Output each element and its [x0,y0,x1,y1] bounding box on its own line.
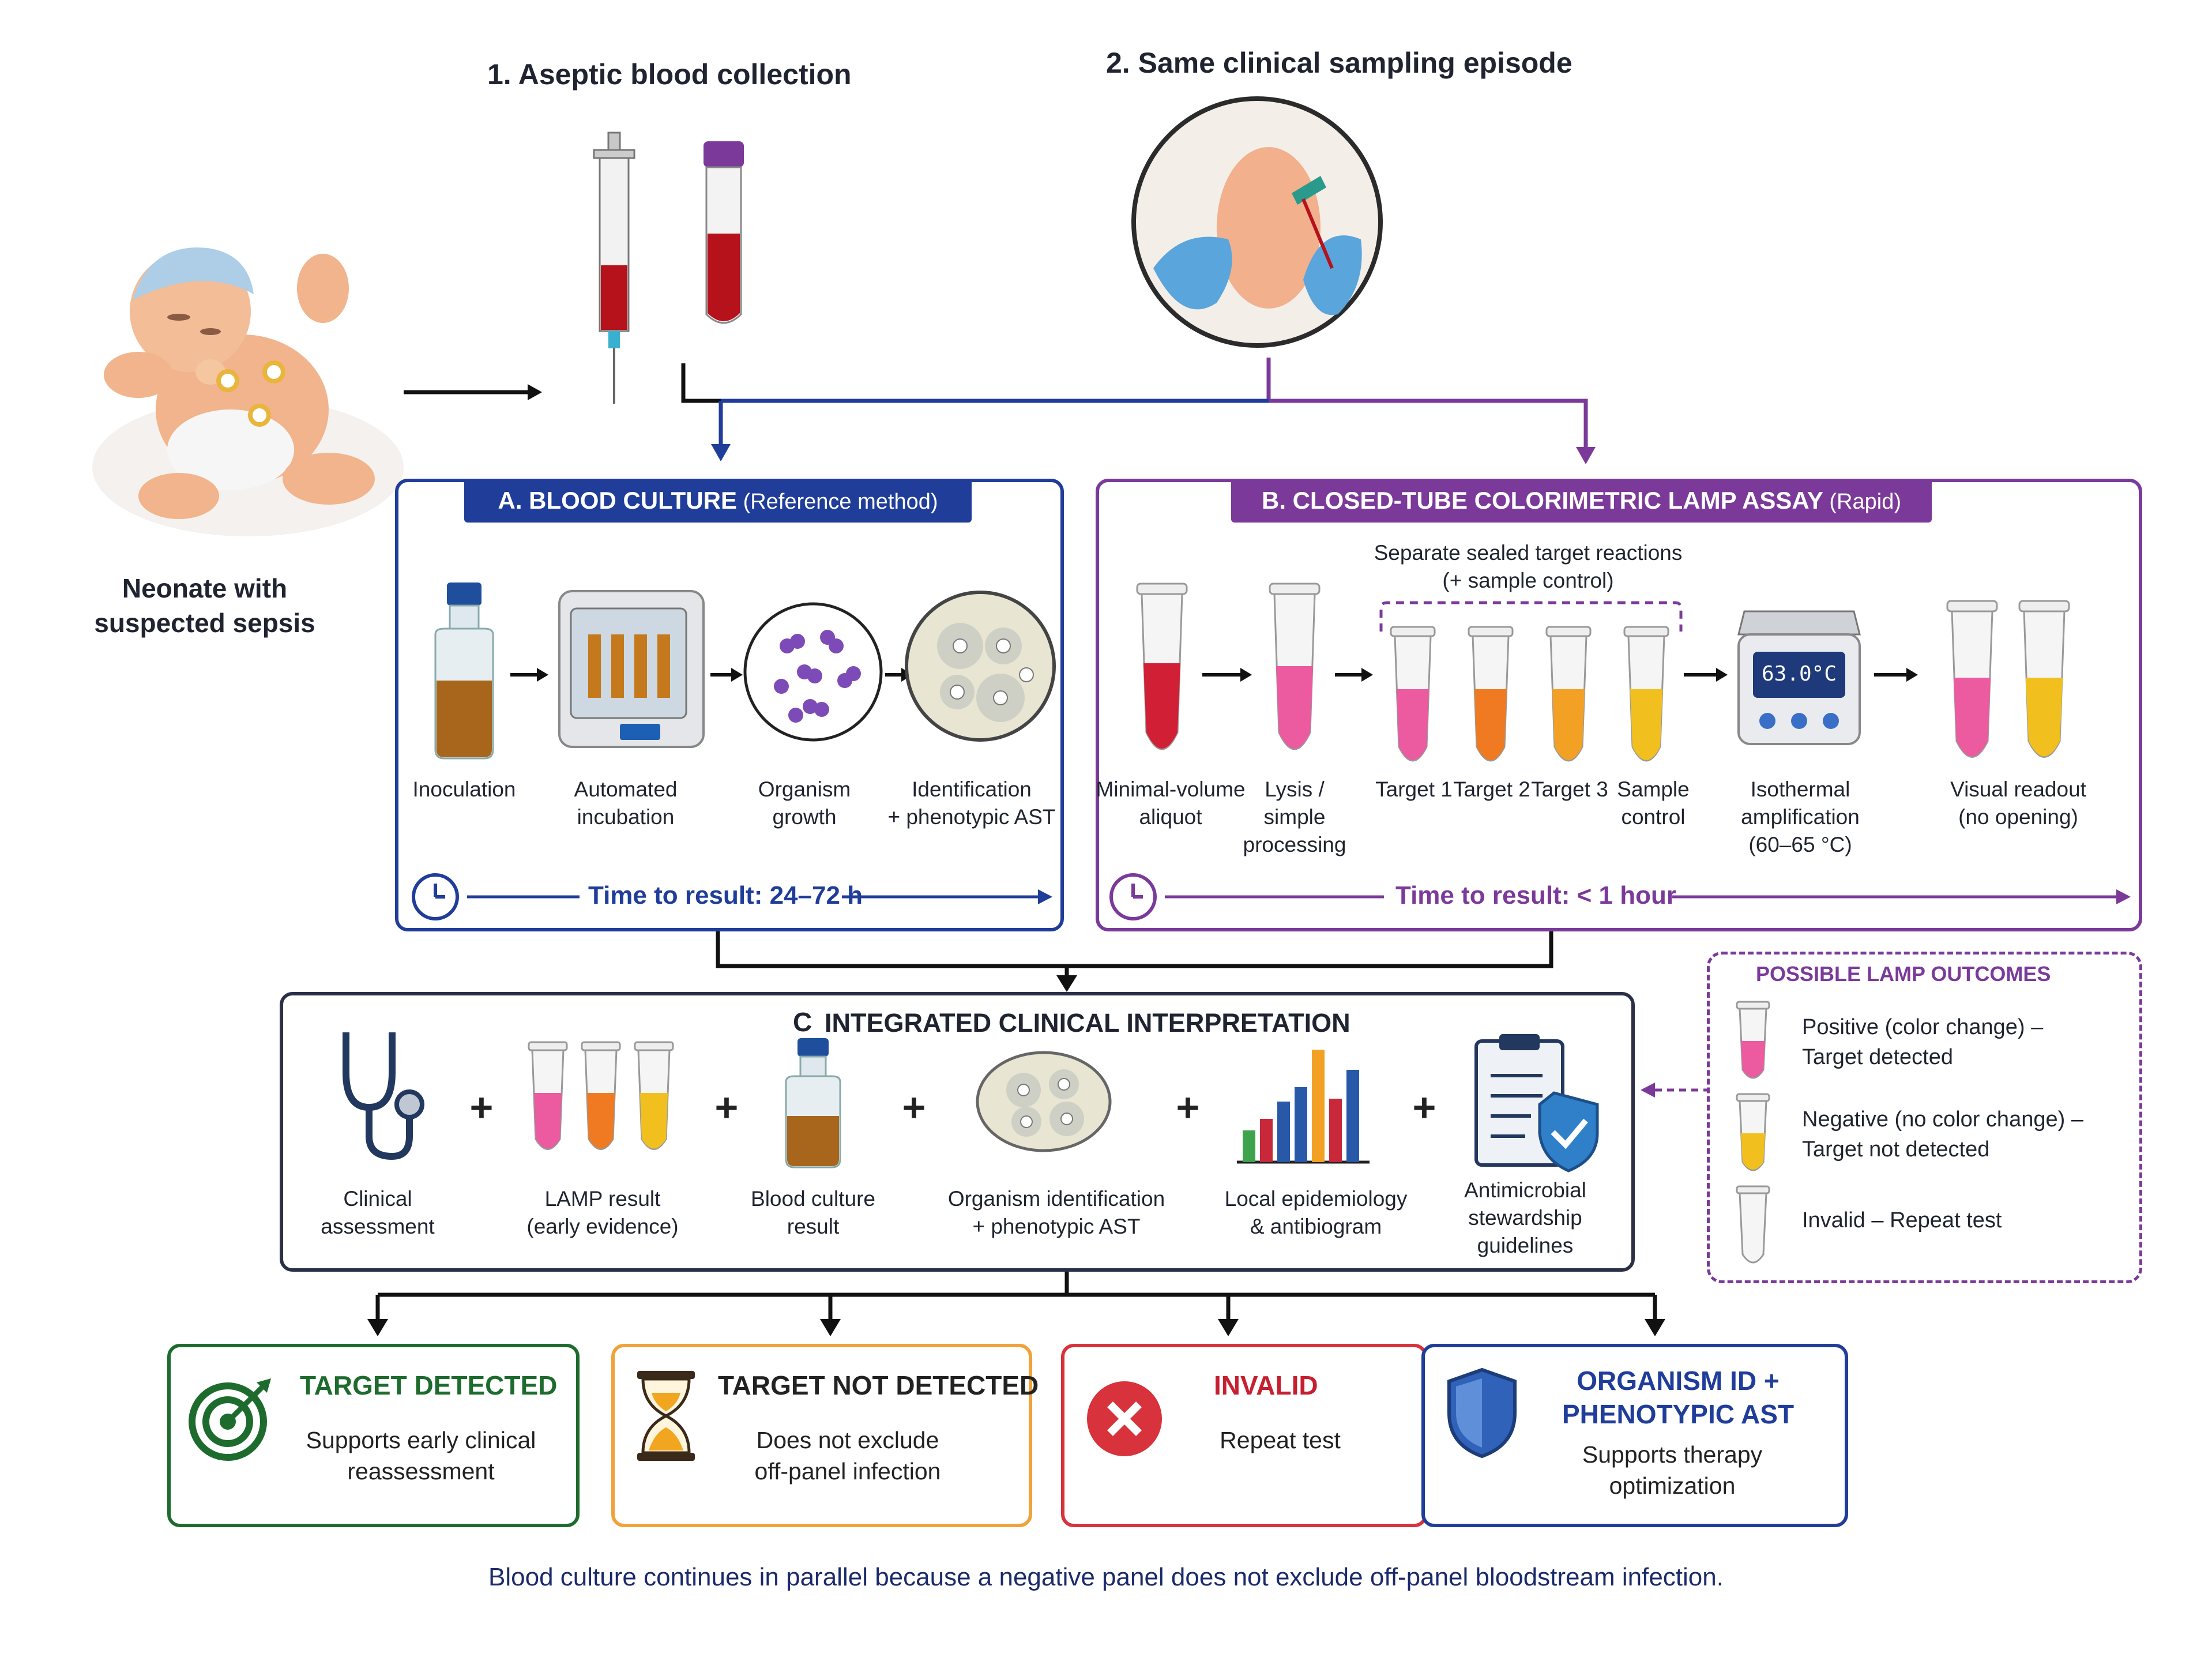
sampling-episode-illustration [1131,96,1383,348]
outcome-positive-tube [1736,1001,1770,1079]
result-title-4: ORGANISM ID + PHENOTYPIC AST [1562,1366,1795,1429]
lysis-tube [1269,583,1321,750]
arrow-b1 [1202,668,1252,682]
outcome-positive-text: Positive (color change) – Target detecte… [1802,1015,2044,1069]
plus-sign-4: + [1176,1085,1200,1130]
result-title-2: TARGET NOT DETECTED [718,1370,1039,1400]
panel-c-item-2: LAMP result (early evidence) [526,1187,679,1238]
panel-c-item-5: Local epidemiology & antibiogram [1224,1187,1408,1238]
organism-growth-icon [743,602,883,742]
clock-icon-b [1109,873,1157,920]
result-card-target-detected [167,1344,580,1527]
result-title-3: INVALID [1214,1370,1318,1400]
target3-tube [1545,626,1592,762]
epidemiology-chart-icon [1237,1050,1370,1164]
blood-tube-icon [704,141,744,324]
panel-c-item-1: Clinical assessment [321,1187,435,1238]
panel-b-step-7: Isothermal amplification (60–65 °C) [1741,777,1860,856]
panel-c-item-6: Antimicrobial stewardship guidelines [1464,1178,1586,1257]
panel-b-step-6: Sample control [1617,777,1690,829]
result-text-2: Does not exclude off-panel infection [754,1427,941,1485]
collection-connectors [681,358,1596,464]
arrow-b4 [1874,668,1918,682]
merge-connector [716,931,1553,992]
plus-sign-2: + [714,1085,739,1130]
panel-a-title: A. BLOOD CULTURE [498,487,738,514]
syringe-icon [593,131,635,404]
ast-plate-icon [905,591,1056,742]
panel-b-step-5: Target 3 [1531,777,1608,801]
step2-title: 2. Same clinical sampling episode [1106,47,1573,79]
panel-b-step-2: Lysis / simple processing [1243,777,1346,856]
lamp-tubes-icon [528,1041,674,1150]
panel-c-item-4: Organism identification + phenotypic AST [947,1187,1165,1238]
culture-bottle-icon [434,583,494,760]
panel-b-step-4: Target 2 [1453,777,1530,801]
panel-c-letter: C [793,1007,812,1037]
plus-sign-3: + [902,1085,926,1130]
arrow-a2 [710,668,743,682]
panel-a-time: Time to result: 24–72 h [588,881,863,910]
outcome-invalid-tube [1736,1185,1770,1264]
panel-a-step-3: Organism growth [758,777,851,829]
panel-a-step-4: Identification + phenotypic AST [887,777,1056,829]
ast-plate-icon-c [976,1051,1112,1152]
sample-control-tube [1623,626,1669,762]
panel-a-tab: A. BLOOD CULTURE (Reference method) [464,479,972,523]
panel-a-subtitle: (Reference method) [737,490,938,514]
arrow-a1 [510,668,548,682]
panel-a-step-1: Inoculation [412,777,516,801]
arrow-b2 [1335,668,1373,682]
clock-icon [412,873,459,920]
plus-sign-5: + [1412,1085,1436,1130]
target-bullseye-icon [189,1378,271,1461]
blood-culture-bottle-icon [785,1038,841,1168]
panel-b-subtitle: (Rapid) [1823,490,1901,514]
stethoscope-icon [343,1032,424,1160]
outcomes-title: POSSIBLE LAMP OUTCOMES [1756,962,2051,986]
aliquot-tube [1136,583,1188,750]
neonate-label: Neonate with suspected sepsis [94,573,315,638]
bracket-label: Separate sealed target reactions (+ samp… [1374,541,1683,592]
heat-block-display: 63.0°C [1761,662,1837,686]
incubator-icon [558,590,705,748]
readout-tube-negative [2018,600,2070,758]
arrow-neonate-to-collection [404,384,542,400]
readout-tube-positive [1946,600,1998,758]
shield-icon [1447,1367,1517,1459]
result-text-4: Supports therapy optimization [1582,1441,1763,1499]
possible-lamp-outcomes-box [1707,952,2142,1283]
panel-b-tab: B. CLOSED-TUBE COLORIMETRIC LAMP ASSAY (… [1231,479,1932,523]
plus-sign-1: + [469,1085,494,1130]
arrow-b3 [1684,668,1728,682]
hourglass-icon [637,1371,695,1461]
stewardship-clipboard-icon [1474,1034,1599,1173]
target1-tube [1390,626,1436,762]
result-text-1: Supports early clinical reassessment [306,1427,536,1485]
panel-c-item-3: Blood culture result [751,1187,875,1238]
panel-b-step-3: Target 1 [1375,777,1453,801]
panel-b-title: B. CLOSED-TUBE COLORIMETRIC LAMP ASSAY [1262,487,1823,514]
panel-b-step-1: Minimal-volume aliquot [1096,777,1246,829]
step1-title: 1. Aseptic blood collection [487,58,852,91]
target2-tube [1468,626,1514,762]
result-text-3: Repeat test [1220,1427,1341,1453]
outcome-negative-text: Negative (no color change) – Target not … [1802,1107,2083,1162]
panel-b-time: Time to result: < 1 hour [1395,881,1676,910]
error-x-icon [1087,1381,1162,1456]
panel-b-step-8: Visual readout (no opening) [1950,777,2086,829]
outcome-negative-tube [1736,1093,1770,1171]
panel-c-title: INTEGRATED CLINICAL INTERPRETATION [825,1008,1350,1038]
result-split-connector [367,1272,1665,1336]
neonate-illustration [92,247,404,536]
heat-block-icon [1737,610,1861,745]
panel-b-time-arrow [1165,889,2131,904]
panel-integrated-interpretation [280,992,1635,1272]
outcome-invalid-text: Invalid – Repeat test [1802,1208,2002,1232]
panel-a-time-arrow [467,889,1052,904]
outcomes-to-c-arrow [1641,1083,1707,1098]
panel-a-step-2: Automated incubation [574,777,678,829]
result-title-1: TARGET DETECTED [300,1370,558,1400]
footer-note: Blood culture continues in parallel beca… [488,1563,1724,1591]
